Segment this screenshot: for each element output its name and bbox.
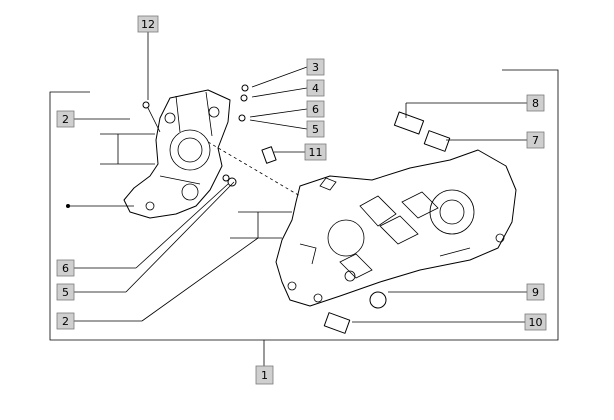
callout-11[interactable]: 11: [304, 143, 327, 161]
callout-5-upper[interactable]: 5: [306, 120, 325, 138]
callout-label: 9: [532, 286, 539, 299]
callout-10[interactable]: 10: [524, 313, 547, 331]
callout-9[interactable]: 9: [526, 283, 545, 301]
callout-label: 11: [309, 146, 323, 159]
callout-label: 10: [529, 316, 543, 329]
callout-label: 3: [312, 61, 319, 74]
callout-5-lower[interactable]: 5: [56, 283, 75, 301]
callout-label: 6: [62, 262, 69, 275]
callout-4[interactable]: 4: [306, 79, 325, 97]
callout-7[interactable]: 7: [526, 131, 545, 149]
callout-label: 6: [312, 103, 319, 116]
leader-lines: [66, 32, 527, 323]
callout-2-upper[interactable]: 2: [56, 110, 75, 128]
callout-6-lower[interactable]: 6: [56, 259, 75, 277]
callout-12[interactable]: 12: [137, 15, 159, 33]
callout-label: 8: [532, 97, 539, 110]
left-crankcase-half: [123, 89, 231, 219]
callout-label: 2: [62, 113, 69, 126]
small-parts: [100, 84, 451, 334]
callout-label: 2: [62, 315, 69, 328]
callout-8[interactable]: 8: [526, 94, 545, 112]
callout-label: 5: [62, 286, 69, 299]
callout-label: 12: [141, 18, 155, 31]
right-crankcase-half: [275, 149, 517, 307]
assembly-bracket: [49, 69, 559, 366]
callout-1[interactable]: 1: [255, 365, 274, 385]
callout-label: 4: [312, 82, 319, 95]
callout-label: 1: [261, 369, 268, 382]
callout-3[interactable]: 3: [306, 58, 325, 76]
callout-2-lower[interactable]: 2: [56, 312, 75, 330]
reference-dot: [66, 204, 70, 208]
callout-label: 5: [312, 123, 319, 136]
callout-6-upper[interactable]: 6: [306, 100, 325, 118]
callout-label: 7: [532, 134, 539, 147]
